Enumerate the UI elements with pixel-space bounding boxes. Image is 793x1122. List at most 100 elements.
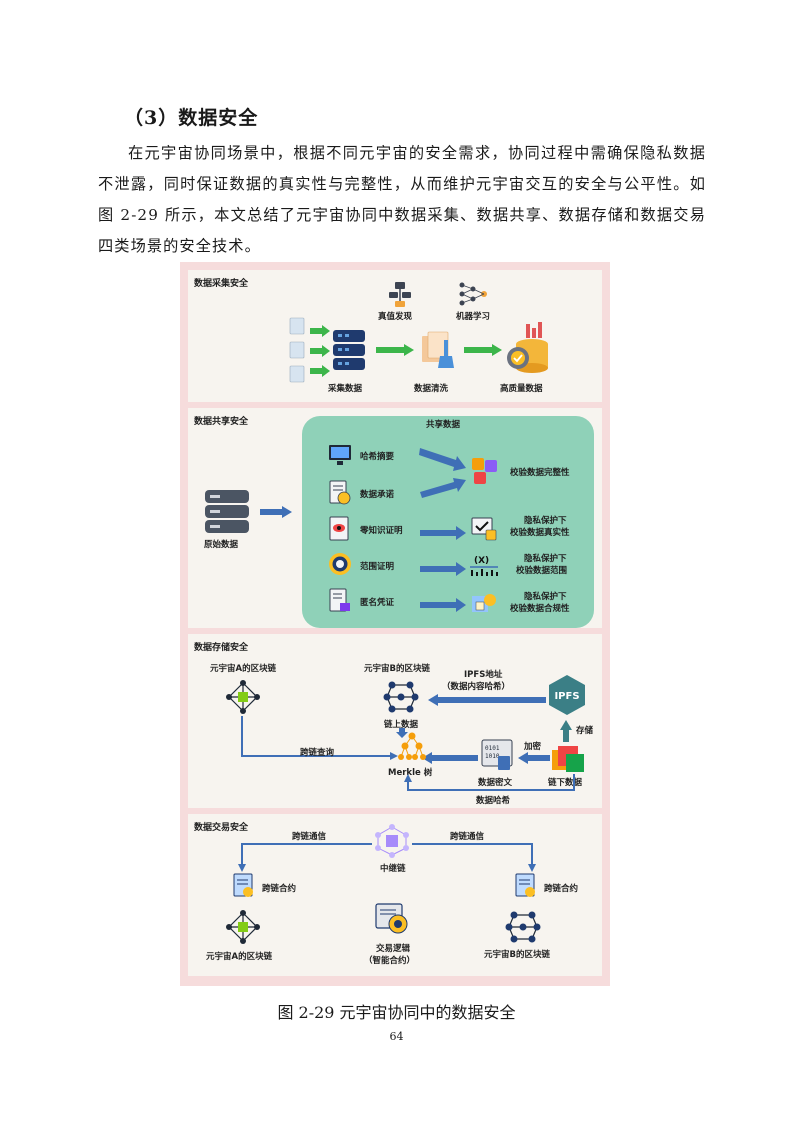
ciphertext-icon: 0101 1010 — [481, 739, 513, 770]
label-range-proof: 范围证明 — [360, 562, 395, 572]
label-cross-chain-contract-right: 跨链合约 — [544, 884, 579, 894]
ipfs-icon: IPFS — [549, 675, 585, 715]
panel-title-trading: 数据交易安全 — [194, 823, 249, 833]
data-hash-line — [404, 774, 575, 791]
label-ipfs-content-hash: （数据内容哈希） — [442, 682, 511, 692]
green-arrows-icon — [310, 325, 330, 377]
label-zero-knowledge-proof: 零知识证明 — [360, 526, 403, 536]
label-smart-contract: （智能合约） — [364, 956, 416, 966]
contract-right-icon — [515, 873, 535, 897]
label-onchain-data: 链上数据 — [384, 720, 419, 730]
label-merkle-tree: Merkle 树 — [388, 768, 433, 778]
label-privacy-protection-3: 隐私保护下 — [524, 592, 567, 602]
raw-data-database-icon — [205, 490, 249, 533]
label-verify-integrity: 校验数据完整性 — [510, 468, 570, 478]
panel-title-sharing: 数据共享安全 — [194, 417, 249, 427]
label-store: 存储 — [576, 726, 594, 736]
label-ciphertext: 数据密文 — [478, 778, 513, 788]
cross-chain-comm-left-arrow — [238, 843, 372, 872]
svg-text:1010: 1010 — [485, 753, 500, 760]
range-proof-icon — [329, 553, 351, 575]
figure-caption: 图 2-29 元宇宙协同中的数据安全 — [277, 1003, 516, 1022]
panel-data-collection: 数据采集安全 真值发现 机器学习 — [188, 270, 602, 402]
label-shared-data: 共享数据 — [426, 420, 461, 430]
figure-data-security: 数据采集安全 真值发现 机器学习 — [180, 262, 610, 986]
arrow-encrypt — [518, 752, 550, 764]
panel-data-trading: 数据交易安全 中继链 跨链通信 跨链通信 跨链合约 — [188, 814, 602, 976]
label-cross-chain-comm-right: 跨链通信 — [450, 832, 485, 842]
label-relay-chain: 中继链 — [380, 864, 406, 874]
truth-discovery-icon — [389, 282, 411, 307]
body-paragraph: 在元宇宙协同场景中，根据不同元宇宙的安全需求，协同过程中需确保隐私数据不泄露，同… — [98, 144, 706, 255]
cross-chain-query-line — [241, 716, 398, 760]
label-trade-logic: 交易逻辑 — [376, 944, 411, 954]
section-heading: （3）数据安全 — [124, 107, 259, 129]
label-hash-digest: 哈希摘要 — [360, 452, 395, 462]
hash-digest-icon — [329, 445, 351, 465]
anonymous-credential-icon — [329, 588, 350, 612]
label-ipfs-address: IPFS地址 — [464, 670, 503, 680]
ipfs-text: IPFS — [554, 691, 579, 702]
integrity-puzzle-icon — [472, 458, 497, 484]
panel-data-sharing: 数据共享安全 原始数据 共享数据 哈希摘要 — [188, 408, 602, 628]
arrow-cipher-to-merkle — [422, 752, 478, 764]
label-cross-chain-contract-left: 跨链合约 — [262, 884, 297, 894]
label-privacy-protection-1: 隐私保护下 — [524, 516, 567, 526]
label-verify-authenticity: 校验数据真实性 — [510, 528, 570, 538]
arrow-store-up — [560, 720, 572, 742]
arrow-to-quality — [464, 344, 502, 356]
page-number: 64 — [389, 1030, 404, 1043]
data-cleaning-icon — [422, 331, 454, 368]
machine-learning-icon — [459, 282, 487, 306]
label-verify-compliance: 校验数据合规性 — [510, 604, 570, 614]
label-high-quality-data: 高质量数据 — [500, 384, 543, 394]
label-raw-data: 原始数据 — [204, 540, 239, 550]
collected-data-database-icon — [333, 330, 365, 370]
svg-text:0101: 0101 — [485, 745, 500, 752]
compliance-check-icon — [472, 594, 496, 612]
label-verify-range: 校验数据范围 — [516, 566, 568, 576]
panel-data-storage: 数据存储安全 元宇宙A的区块链 元宇宙B的区块链 链上数据 IPFS地址 （数据… — [188, 634, 602, 808]
arrow-onchain-to-merkle — [396, 728, 408, 738]
label-truth-discovery: 真值发现 — [378, 312, 413, 322]
arrow-to-cleaning — [376, 344, 414, 356]
contract-left-icon — [233, 873, 253, 897]
label-cross-chain-comm-left: 跨链通信 — [292, 832, 327, 842]
zero-knowledge-proof-icon — [329, 516, 349, 541]
high-quality-data-icon — [507, 322, 548, 373]
label-trade-chain-b: 元宇宙B的区块链 — [484, 950, 550, 960]
panel-title-storage: 数据存储安全 — [194, 643, 249, 653]
chain-a-blockchain-icon — [226, 680, 260, 714]
relay-chain-icon — [375, 824, 409, 858]
sharing-arrows-icon — [419, 448, 466, 612]
label-anonymous-credential: 匿名凭证 — [360, 598, 395, 608]
panel-title-collection: 数据采集安全 — [194, 279, 249, 289]
cross-chain-comm-right-arrow — [412, 843, 536, 872]
chain-b-blockchain-icon — [383, 681, 419, 713]
label-chain-a-storage: 元宇宙A的区块链 — [210, 664, 277, 674]
label-encrypt: 加密 — [524, 742, 542, 752]
trade-chain-b-icon — [505, 911, 541, 943]
range-check-icon: (X) — [470, 556, 498, 576]
authenticity-check-icon — [471, 517, 497, 541]
label-cross-chain-query: 跨链查询 — [300, 748, 335, 758]
svg-text:(X): (X) — [474, 556, 489, 566]
label-offchain-data: 链下数据 — [548, 778, 583, 788]
label-data-cleaning: 数据清洗 — [414, 384, 449, 394]
label-chain-b-storage: 元宇宙B的区块链 — [364, 664, 430, 674]
label-data-commitment: 数据承诺 — [360, 490, 395, 500]
trade-logic-icon — [375, 903, 408, 934]
merkle-tree-icon — [398, 732, 426, 760]
data-commitment-icon — [329, 480, 351, 505]
label-collected-data: 采集数据 — [328, 384, 363, 394]
source-documents-icon — [289, 317, 305, 383]
trade-chain-a-icon — [226, 910, 260, 944]
shared-data-box: 共享数据 哈希摘要 数据承诺 零知识证明 — [302, 416, 594, 628]
arrow-raw-to-shared — [260, 506, 292, 518]
label-trade-chain-a: 元宇宙A的区块链 — [206, 952, 273, 962]
label-machine-learning: 机器学习 — [456, 312, 491, 322]
label-data-hash: 数据哈希 — [476, 796, 511, 806]
offchain-data-icon — [552, 746, 584, 772]
arrow-ipfs-to-chain-b — [428, 694, 546, 706]
label-privacy-protection-2: 隐私保护下 — [524, 554, 567, 564]
